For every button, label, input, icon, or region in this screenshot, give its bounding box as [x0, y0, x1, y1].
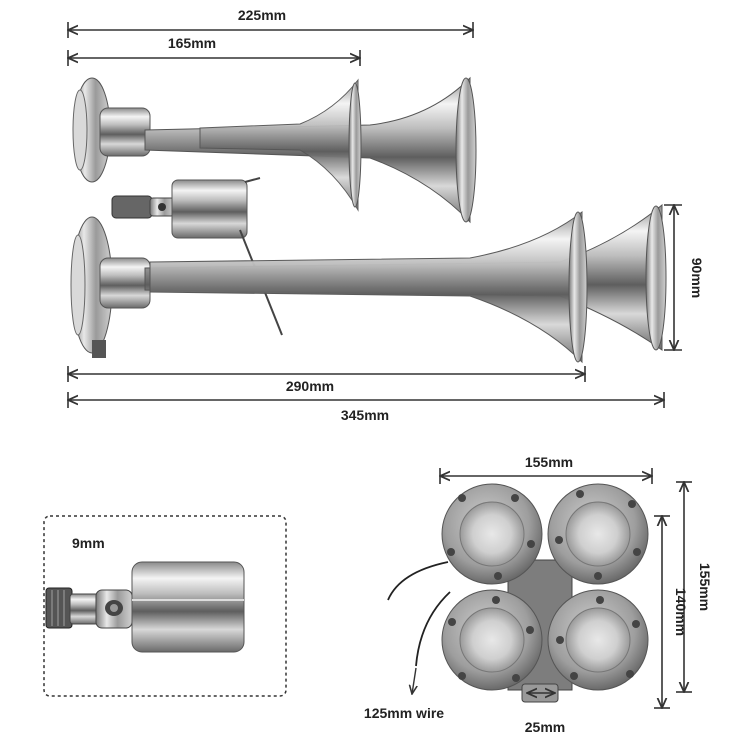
detail-dashed-frame: [43, 515, 287, 697]
dimension-165mm-label: 165mm: [168, 35, 216, 51]
wire-length-label: 125mm wire: [364, 705, 444, 721]
dimension-225mm-label: 225mm: [238, 7, 286, 23]
side-view-dimensions: 225mm 165mm 290mm 345mm 90mm: [68, 7, 705, 423]
dimension-bracket-25mm-label: 25mm: [525, 719, 565, 735]
wire-leads: [387, 561, 451, 694]
valve-detail-illustration: [45, 561, 245, 653]
dimension-290mm-label: 290mm: [286, 378, 334, 394]
front-view-dimensions: 155mm 155mm 140mm 25mm 125mm wire: [364, 454, 713, 735]
diaphragm-bottom-right: [547, 589, 649, 691]
side-solenoid-valve: [111, 177, 283, 336]
horn-165mm: [199, 78, 362, 212]
lower-diaphragm-housing: [70, 216, 151, 358]
dimension-90mm-label: 90mm: [689, 258, 705, 298]
dimension-height-155mm-label: 155mm: [697, 563, 713, 611]
horn-290mm: [149, 210, 588, 364]
front-view-horn-cluster: [387, 483, 649, 703]
dimension-width-155mm-label: 155mm: [525, 454, 573, 470]
fitting-size-label: 9mm: [72, 535, 105, 551]
side-view-horns: [70, 76, 667, 364]
diaphragm-top-left: [441, 483, 543, 585]
valve-detail-panel: 9mm: [43, 515, 287, 697]
dimension-height-140mm-label: 140mm: [673, 588, 689, 636]
diaphragm-top-right: [547, 483, 649, 585]
upper-diaphragm-housing: [72, 77, 151, 183]
diaphragm-bottom-left: [441, 589, 543, 691]
dimension-345mm-label: 345mm: [341, 407, 389, 423]
